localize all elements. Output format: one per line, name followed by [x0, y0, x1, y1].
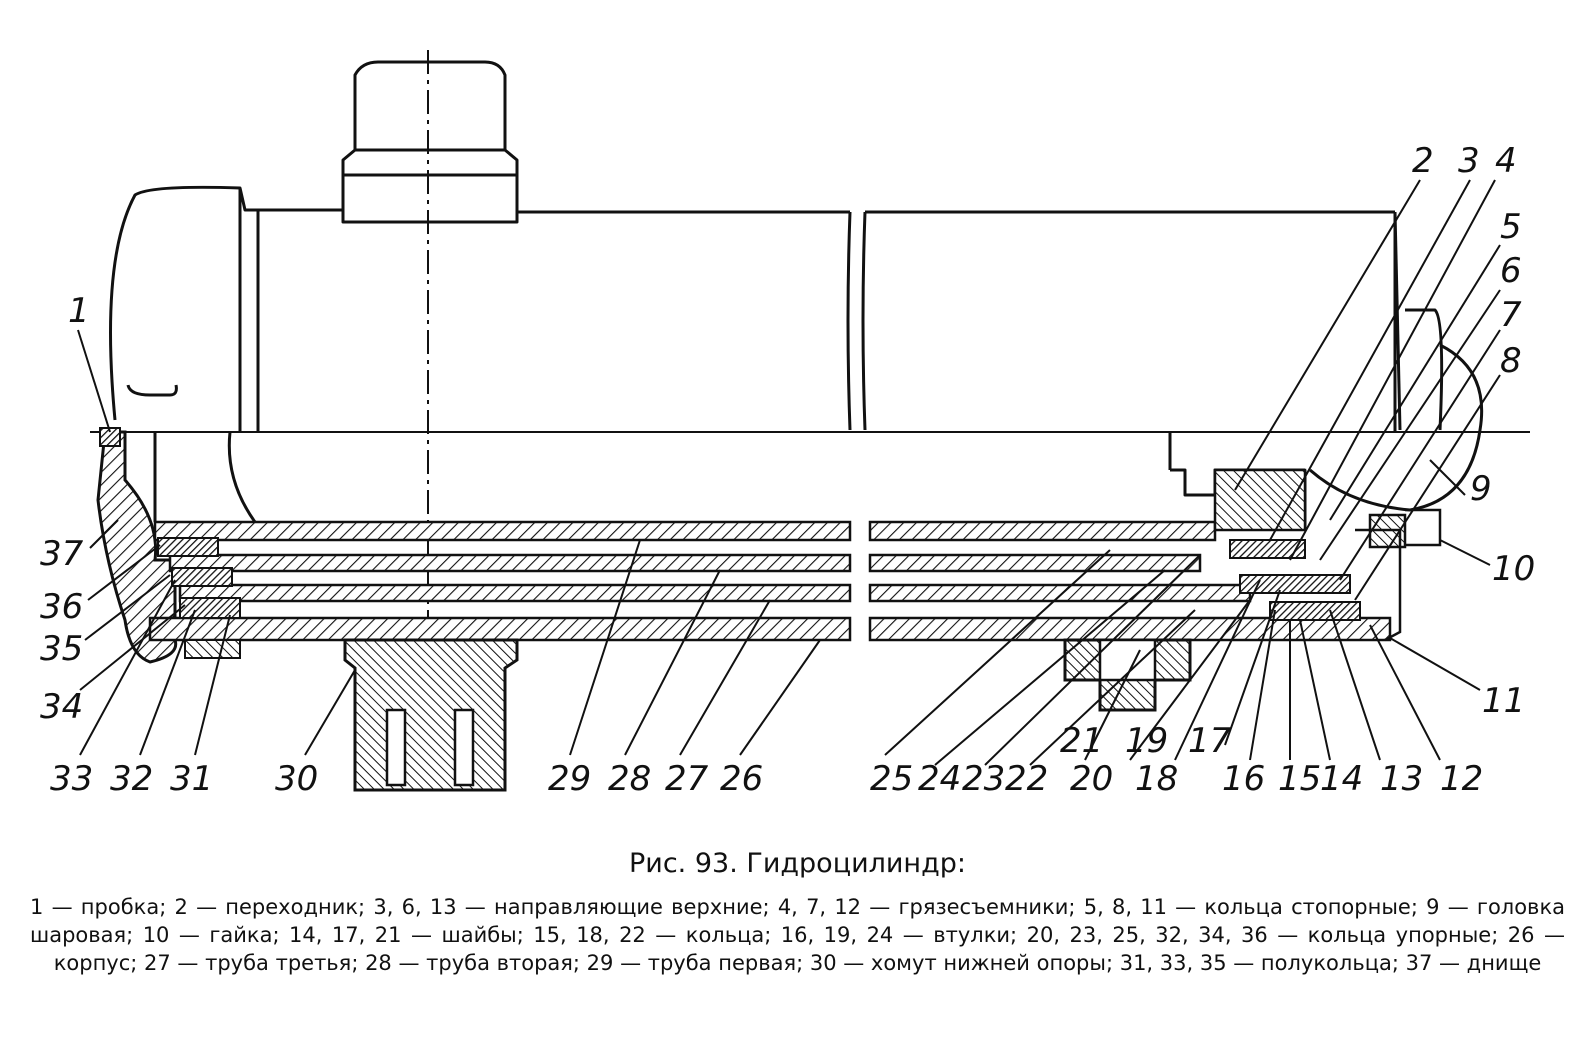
top-pin-outline	[341, 60, 519, 224]
figure-caption-title: Рис. 93. Гидроцилиндр:	[629, 848, 966, 879]
callout-16: 16	[1222, 759, 1265, 799]
callout-5: 5	[1500, 207, 1522, 247]
callout-12: 12	[1440, 759, 1483, 799]
callout-31: 31	[170, 759, 213, 799]
tube-27	[178, 583, 852, 603]
callout-8: 8	[1500, 341, 1522, 381]
callout-27: 27	[665, 759, 709, 799]
callout-11: 11	[1482, 681, 1525, 721]
callout-4: 4	[1495, 141, 1517, 181]
callout-2: 2	[1412, 141, 1434, 181]
callout-26: 26	[720, 759, 763, 799]
callout-20: 20	[1070, 759, 1113, 799]
callout-13: 13	[1380, 759, 1423, 799]
callout-7: 7	[1500, 295, 1522, 335]
callout-24: 24	[918, 759, 961, 799]
housing-outline	[109, 185, 343, 421]
inner-rod-curve	[227, 431, 257, 523]
callout-21: 21	[1060, 721, 1103, 761]
callout-34: 34	[40, 687, 83, 727]
callout-33: 33	[50, 759, 93, 799]
housing-26	[148, 616, 852, 642]
callout-35: 35	[40, 629, 83, 669]
callout-15: 15	[1278, 759, 1321, 799]
callout-22: 22	[1005, 759, 1048, 799]
callout-28: 28	[608, 759, 651, 799]
hydraulic-cylinder-drawing: 1 2 3 4 5 6 7 8 9 10 11 12 13 14 15 16 1…	[40, 50, 1535, 799]
callout-1: 1	[68, 291, 90, 331]
end-cap-37	[96, 430, 178, 664]
callout-32: 32	[110, 759, 153, 799]
bottom-mount-30	[343, 638, 519, 792]
callout-3: 3	[1458, 141, 1480, 181]
callout-36: 36	[40, 587, 83, 627]
tube-29	[153, 520, 852, 542]
callout-25: 25	[870, 759, 913, 799]
callout-14: 14	[1320, 759, 1363, 799]
callout-9: 9	[1470, 469, 1492, 509]
callout-6: 6	[1500, 251, 1522, 291]
callout-23: 23	[962, 759, 1005, 799]
tube-28	[168, 553, 852, 573]
callout-18: 18	[1135, 759, 1178, 799]
callout-29: 29	[548, 759, 591, 799]
callout-17: 17	[1188, 721, 1232, 761]
callout-37: 37	[40, 534, 84, 574]
figure-legend: 1 — пробка; 2 — переходник; 3, 6, 13 — н…	[30, 895, 1565, 975]
callout-30: 30	[275, 759, 318, 799]
callout-19: 19	[1125, 721, 1168, 761]
callout-10: 10	[1492, 549, 1535, 589]
